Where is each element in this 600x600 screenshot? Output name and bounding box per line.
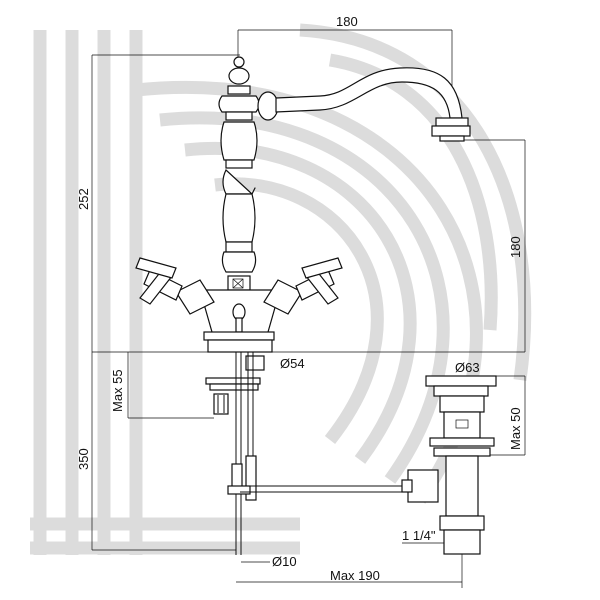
max-deck-label: Max 55 — [110, 369, 125, 412]
dimension-total-height: 252 — [76, 54, 240, 352]
total-height-label: 252 — [76, 188, 91, 210]
body-diameter-label: Ø54 — [280, 356, 305, 371]
waste-max-label: Max 50 — [508, 407, 523, 450]
pipe-diameter-label: Ø10 — [272, 554, 297, 569]
pipe-length-label: 350 — [76, 448, 91, 470]
fixing-assembly — [205, 352, 420, 555]
dimension-pipe-length: 350 — [76, 352, 236, 551]
popup-waste — [401, 375, 497, 555]
dimension-thread: 1 1/4" — [402, 528, 444, 544]
max-reach-label: Max 190 — [330, 568, 380, 583]
dimension-max-deck: Max 55 — [110, 352, 214, 419]
dimension-pipe-diameter: Ø10 — [241, 554, 297, 569]
dimension-max-reach: Max 190 — [236, 540, 463, 588]
thread-label: 1 1/4" — [402, 528, 436, 543]
spout-height-label: 180 — [508, 236, 523, 258]
dimension-spout-height: 180 — [462, 139, 526, 352]
spout-reach-label: 180 — [336, 14, 358, 29]
waste-diameter-label: Ø63 — [455, 360, 480, 375]
dimension-waste-max: Max 50 — [490, 375, 526, 456]
faucet — [135, 56, 471, 371]
